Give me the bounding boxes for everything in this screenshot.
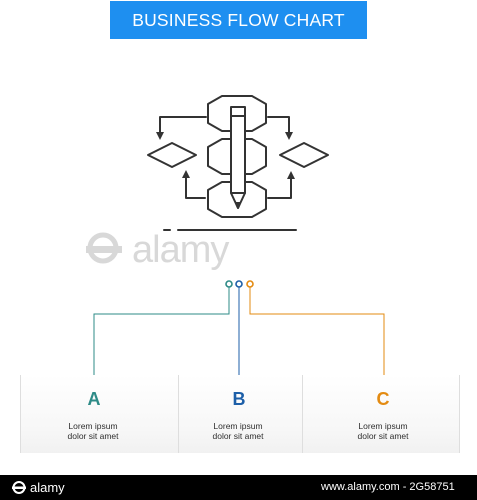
watermark-image-id: www.alamy.com - 2G58751 [321,481,455,493]
step-caption-c-line2: dolor sit amet [357,431,409,441]
connector-a [93,287,230,376]
step-card-b [178,375,303,453]
dot-c [246,280,254,288]
step-card-a [20,375,179,453]
step-caption-c-line1: Lorem ipsum [358,421,408,431]
step-caption-b-line2: dolor sit amet [212,431,264,441]
page-title: BUSINESS FLOW CHART [132,9,345,30]
step-letter-b: B [232,389,246,409]
dot-a [225,280,233,288]
step-caption-b-line1: Lorem ipsum [213,421,263,431]
step-caption-c: Lorem ipsum dolor sit amet [328,421,438,441]
step-letter-a: A [87,389,101,409]
step-letter-c: C [376,389,390,409]
step-caption-a-line2: dolor sit amet [67,431,119,441]
step-caption-a-line1: Lorem ipsum [68,421,118,431]
watermark-bar [0,475,477,500]
step-card-c [302,375,460,453]
title-banner: BUSINESS FLOW CHART [110,1,367,39]
algorithm-design-pencil-icon [147,95,329,231]
connector-c [249,287,385,376]
dot-b [235,280,243,288]
watermark-logo [86,232,122,264]
step-caption-a: Lorem ipsum dolor sit amet [38,421,148,441]
step-caption-b: Lorem ipsum dolor sit amet [183,421,293,441]
svg-text:alamy: alamy [30,480,65,495]
watermark-text: alamy [132,229,229,271]
watermark-brand-logo: alamy [12,480,65,495]
